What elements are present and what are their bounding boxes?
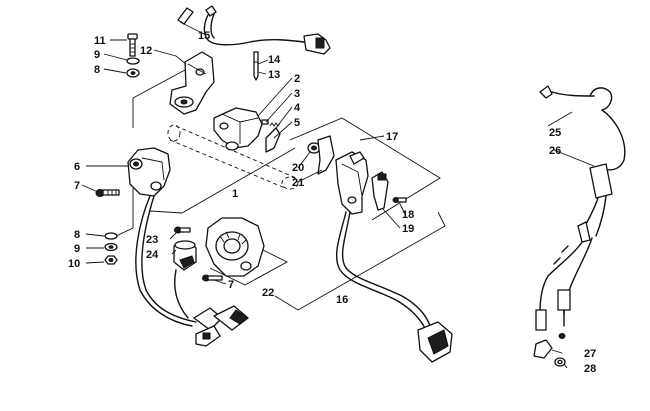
callout-17: 17 [386,131,398,143]
pin-13 [253,51,259,81]
clip-5 [265,127,281,153]
wire-26 [535,109,626,331]
switch-housing-2 [213,107,263,151]
callout-28: 28 [584,363,596,375]
bracket-12 [169,51,215,115]
screw-23 [174,226,191,234]
callout-25: 25 [549,127,561,139]
callout-8-lower: 8 [74,229,80,241]
bolt-11 [127,33,138,57]
callout-10: 10 [68,258,80,270]
callout-22: 22 [262,287,274,299]
pin-3 [261,119,269,125]
group-outline-1 [111,69,296,239]
callout-14: 14 [268,54,281,66]
group-outline-16 [274,211,446,311]
o-ring-28 [554,357,566,367]
callout-13: 13 [268,69,280,81]
screw-18 [392,197,407,203]
screw-20 [307,142,321,154]
throttle-housing-22 [205,217,265,277]
clip-25 [539,85,613,111]
callout-26: 26 [549,145,561,157]
connector-left [193,305,249,347]
callout-7-lower: 7 [228,279,234,291]
wire-22 [174,269,189,319]
callout-3: 3 [294,88,300,100]
washer-9-lower [104,242,118,252]
screw-7-left [95,189,120,197]
callout-9-lower: 9 [74,243,80,255]
leader-lines [81,21,595,369]
callout-20: 20 [292,162,304,174]
lever-21 [317,135,335,175]
callout-2: 2 [294,73,300,85]
callout-4: 4 [294,102,301,114]
callout-21: 21 [292,177,304,189]
callout-19: 19 [402,223,414,235]
callout-8-top: 8 [94,64,100,76]
callout-7-left: 7 [74,180,80,192]
callout-16: 16 [336,294,348,306]
handlebar-dashed-outline [167,124,299,190]
plug-15 [177,7,194,25]
wire-left-harness [135,195,197,327]
callout-27: 27 [584,348,596,360]
callout-5: 5 [294,117,300,129]
nut-10 [104,255,118,265]
callout-15: 15 [198,30,210,42]
callout-24: 24 [146,249,159,261]
callout-11: 11 [94,35,106,47]
washer-8-lower [104,232,118,240]
wire-14 [203,5,331,55]
housing-6 [127,147,171,197]
callout-labels: 11 9 8 12 15 14 13 2 3 4 5 6 7 1 8 9 10 … [68,30,596,375]
callout-6: 6 [74,161,80,173]
callout-12: 12 [140,45,152,57]
washer-9-top [126,57,140,65]
cap-27 [533,333,566,359]
cap-24 [173,240,197,271]
callout-23: 23 [146,234,158,246]
wire-16 [336,211,431,331]
screw-7-lower [202,274,223,282]
washer-8-top [126,68,140,78]
callout-9-top: 9 [94,49,100,61]
connector-16 [417,321,453,363]
lever-19 [371,171,389,211]
callout-1: 1 [232,188,238,200]
callout-18: 18 [402,209,414,221]
switch-box-17 [335,151,369,215]
